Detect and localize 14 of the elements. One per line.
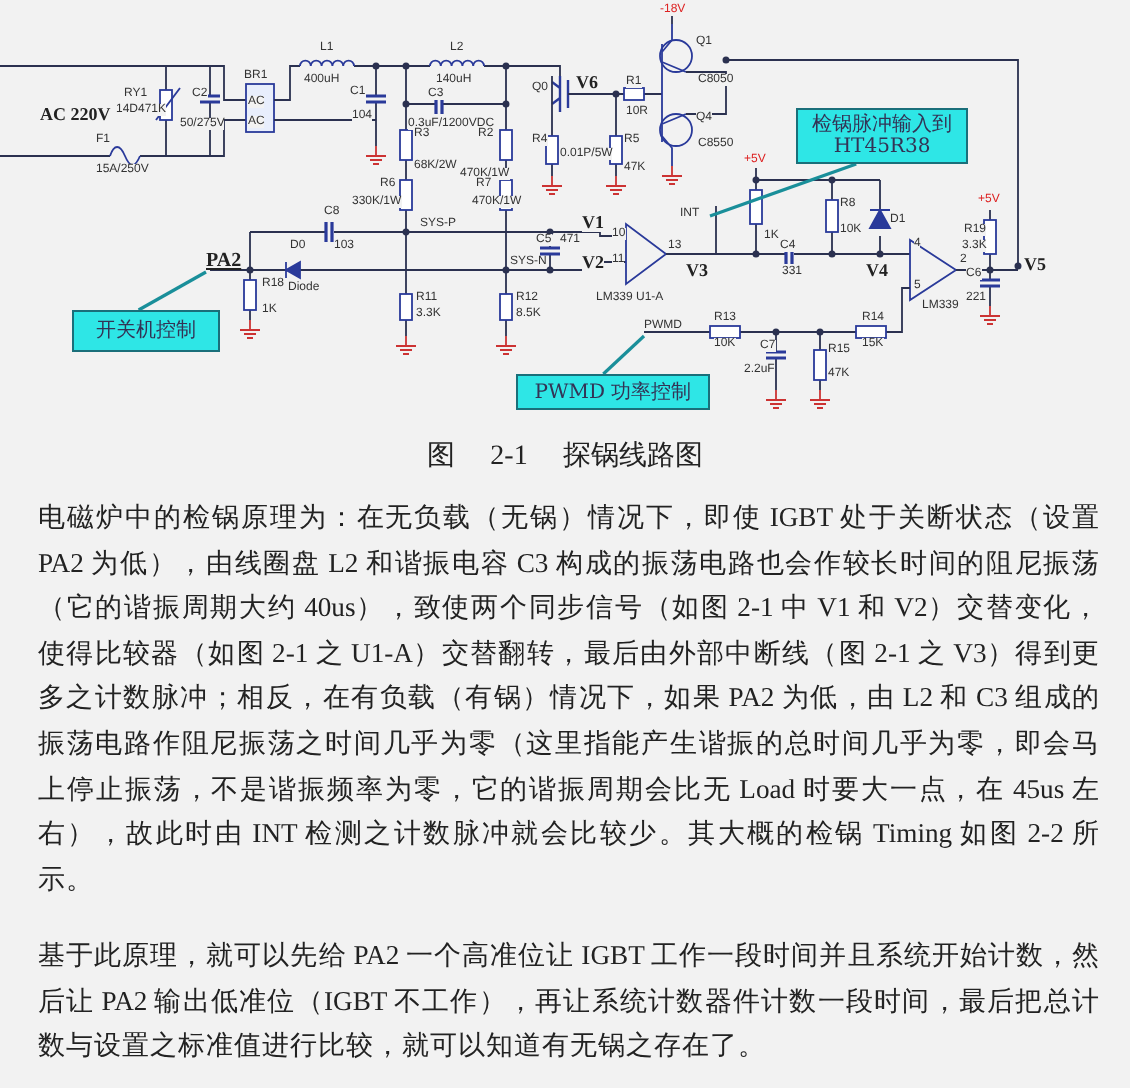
signal-label: V6 bbox=[576, 72, 598, 92]
callout-box: 检锅脉冲输入到 HT45R38 bbox=[796, 108, 968, 164]
signal-label: V3 bbox=[686, 260, 708, 280]
signal-label: AC 220V bbox=[40, 104, 111, 124]
signal-label: V5 bbox=[1024, 254, 1046, 274]
body-paragraph: 基于此原理，就可以先给 PA2 一个高准位让 IGBT 工作一段时间并且系统开始计数，然后让 PA2 输出低准位（IGBT 不工作），再让系统计数器件计数一段时间，最后把总计数与设置之标准值进行比较，就可以知道有无锅之存在了。 bbox=[38, 938, 1100, 1065]
signal-label: V1 bbox=[582, 212, 604, 232]
signal-label: V4 bbox=[866, 260, 888, 280]
callout-box: 开关机控制 bbox=[72, 310, 220, 352]
callout-box: PWMD 功率控制 bbox=[516, 374, 710, 410]
body-paragraph: 电磁炉中的检锅原理为：在无负载（无锅）情况下，即使 IGBT 处于关断状态（设置 PA2 为低），由线圈盘 L2 和谐振电容 C3 构成的振荡电路也会作较长时间的阻尼振荡（它的谐振周期大约 40us），致使两个同步信号（如图 2-1 中 V1 和 V2）交替变化，使得比较器（如图 2-1 之 U1-A）交替翻转，最后由外部中断线（图 2-1 之 V3）得到更多之计数脉冲；相反，在有负载（有锅）情况下，如果 PA2 为低，由 L2 和 C3 组成的振荡电路作阻尼振荡之时间几乎为零（这里指能产生谐振的总时间几乎为零，即会马上停止振荡，不是谐振频率为零，它的谐振周期会比无 Load 时要大一点，在 45us 左右），故此时由 INT 检测之计数脉冲就会比较少。其大概的检锅 Timing 如图 2-2 所示。 bbox=[38, 500, 1100, 898]
signal-label: V2 bbox=[582, 252, 604, 272]
signal-label: PA2 bbox=[206, 250, 246, 272]
figure-caption: 图 2-1 探锅线路图 bbox=[425, 439, 705, 474]
